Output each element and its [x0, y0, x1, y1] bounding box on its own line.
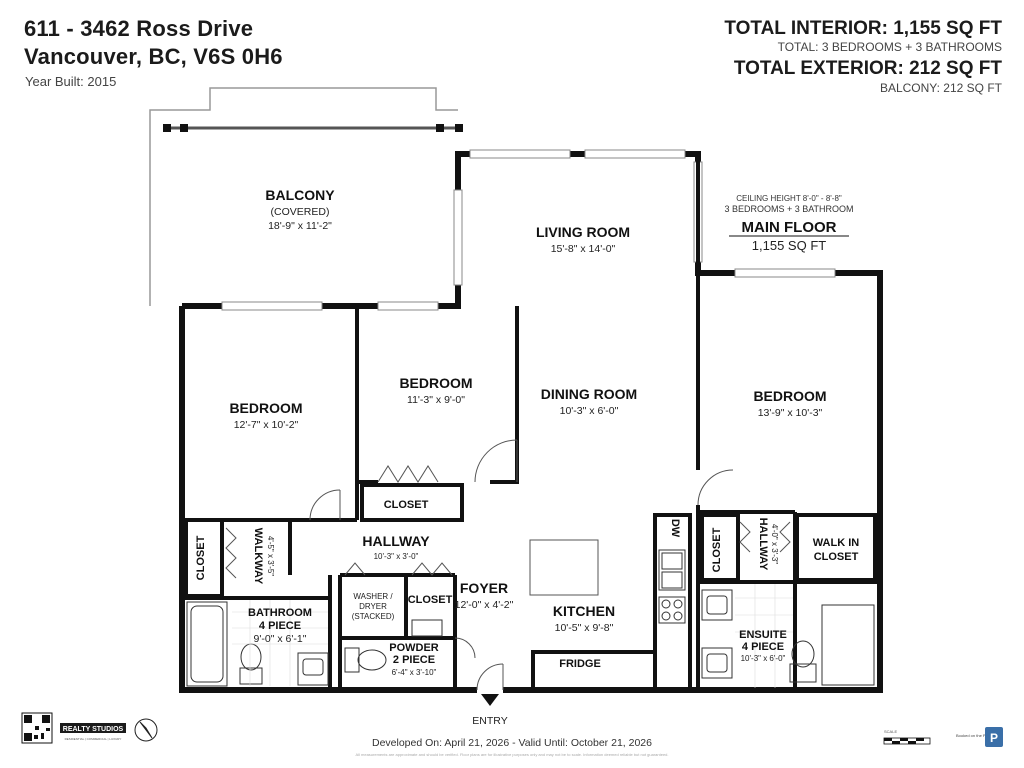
living-room-name: LIVING ROOM — [536, 224, 630, 240]
bathroom-dims: 9'-0" x 6'-1" — [254, 633, 307, 645]
door-swings — [225, 439, 791, 691]
floor-rooms: 3 BEDROOMS + 3 BATHROOM — [724, 204, 853, 214]
walkway-label: WALKWAY — [252, 528, 264, 585]
washer-line1: WASHER / — [353, 592, 393, 601]
realty-studios-logo: REALTY STUDIOS RESIDENTIAL | COMMERCIAL … — [60, 723, 126, 741]
tile-grid — [232, 584, 793, 688]
foyer-name: FOYER — [460, 580, 508, 596]
balcony-area: BALCONY: 212 SQ FT — [879, 81, 1002, 95]
dining-room-name: DINING ROOM — [541, 386, 637, 402]
closet-mid-label: CLOSET — [384, 499, 429, 511]
validity-dates: Developed On: April 21, 2026 - Valid Unt… — [372, 737, 652, 749]
bedroom-left-name: BEDROOM — [229, 400, 302, 416]
svg-text:SCALE: SCALE — [884, 729, 897, 734]
powder-name: POWDER — [389, 642, 439, 654]
closet-laundry-label: CLOSET — [408, 594, 453, 606]
hallway-right-name: HALLWAY — [757, 518, 769, 571]
powder-dims: 6'-4" x 3'-10" — [392, 668, 437, 677]
powder-type: 2 PIECE — [393, 654, 435, 666]
address-line-1: 611 - 3462 Ross Drive — [24, 16, 254, 41]
dining-room-dims: 10'-3" x 6'-0" — [560, 405, 619, 417]
qr-code-icon — [21, 712, 53, 744]
pixlink-badge: Booked on the Pixlink App P — [956, 727, 1003, 747]
floor-info: CEILING HEIGHT 8'-0" - 8'-8" 3 BEDROOMS … — [724, 194, 853, 253]
ensuite-dims: 10'-3" x 6'-0" — [741, 654, 786, 663]
walkin-line1: WALK IN — [813, 537, 859, 549]
bedroom-right-name: BEDROOM — [753, 388, 826, 404]
balcony-dims: 18'-9" x 11'-2" — [268, 220, 332, 232]
walkway-dims: 4'-5" x 3'-5" — [266, 536, 275, 576]
hallway-right-dims: 4'-0" x 3'-3" — [770, 524, 779, 564]
svg-text:RESIDENTIAL | COMMERCIAL | LUX: RESIDENTIAL | COMMERCIAL | LUXURY — [65, 737, 122, 741]
balcony-outline — [149, 87, 458, 306]
fridge-label: FRIDGE — [559, 658, 601, 670]
kitchen-dims: 10'-5" x 9'-8" — [555, 622, 614, 634]
interior-walls — [182, 154, 880, 692]
address-line-2: Vancouver, BC, V6S 0H6 — [24, 44, 283, 69]
ensuite-name: ENSUITE — [739, 629, 787, 641]
dishwasher-label: DW — [669, 519, 681, 538]
closet-right-label: CLOSET — [711, 527, 723, 572]
scale-bar: SCALE — [883, 729, 931, 745]
washer-line2: DRYER — [359, 602, 387, 611]
svg-text:REALTY STUDIOS: REALTY STUDIOS — [63, 726, 124, 733]
balcony-railing — [163, 124, 463, 132]
room-labels: BALCONY (COVERED) 18'-9" x 11'-2" LIVING… — [195, 187, 859, 727]
ensuite-type: 4 PIECE — [742, 641, 784, 653]
living-room-dims: 15'-8" x 14'-0" — [551, 243, 616, 255]
hallway-dims: 10'-3" x 3'-0" — [374, 552, 419, 561]
balcony-note: (COVERED) — [271, 206, 330, 218]
floor-area: 1,155 SQ FT — [752, 238, 826, 253]
year-built: Year Built: 2015 — [25, 74, 117, 89]
svg-text:P: P — [990, 731, 998, 745]
total-interior: TOTAL INTERIOR: 1,155 SQ FT — [724, 18, 1002, 39]
entry-arrow-icon — [481, 694, 499, 706]
fixtures — [186, 539, 875, 687]
north-compass-icon — [134, 718, 158, 742]
closet-left-label: CLOSET — [195, 535, 207, 580]
total-exterior: TOTAL EXTERIOR: 212 SQ FT — [733, 58, 1002, 79]
svg-text:Booked on the Pixlink App: Booked on the Pixlink App — [956, 733, 1003, 738]
bathroom-type: 4 PIECE — [259, 620, 301, 632]
washer-line3: (STACKED) — [352, 612, 395, 621]
bedroom-left-dims: 12'-7" x 10'-2" — [234, 419, 299, 431]
balcony-name: BALCONY — [265, 187, 335, 203]
hallway-name: HALLWAY — [362, 533, 430, 549]
walkin-line2: CLOSET — [814, 551, 859, 563]
bedroom-mid-name: BEDROOM — [399, 375, 472, 391]
total-rooms: TOTAL: 3 BEDROOMS + 3 BATHROOMS — [777, 40, 1002, 54]
bedroom-mid-dims: 11'-3" x 9'-0" — [407, 394, 465, 406]
floor-title: MAIN FLOOR — [742, 219, 837, 236]
entry-label: ENTRY — [472, 715, 507, 727]
kitchen-name: KITCHEN — [553, 603, 615, 619]
foyer-dims: 12'-0" x 4'-2" — [455, 599, 514, 611]
disclaimer-text: All measurements are approximate and sho… — [355, 752, 669, 757]
ceiling-height: CEILING HEIGHT 8'-0" - 8'-8" — [736, 194, 842, 203]
bathroom-name: BATHROOM — [248, 607, 312, 619]
bedroom-right-dims: 13'-9" x 10'-3" — [758, 407, 823, 419]
